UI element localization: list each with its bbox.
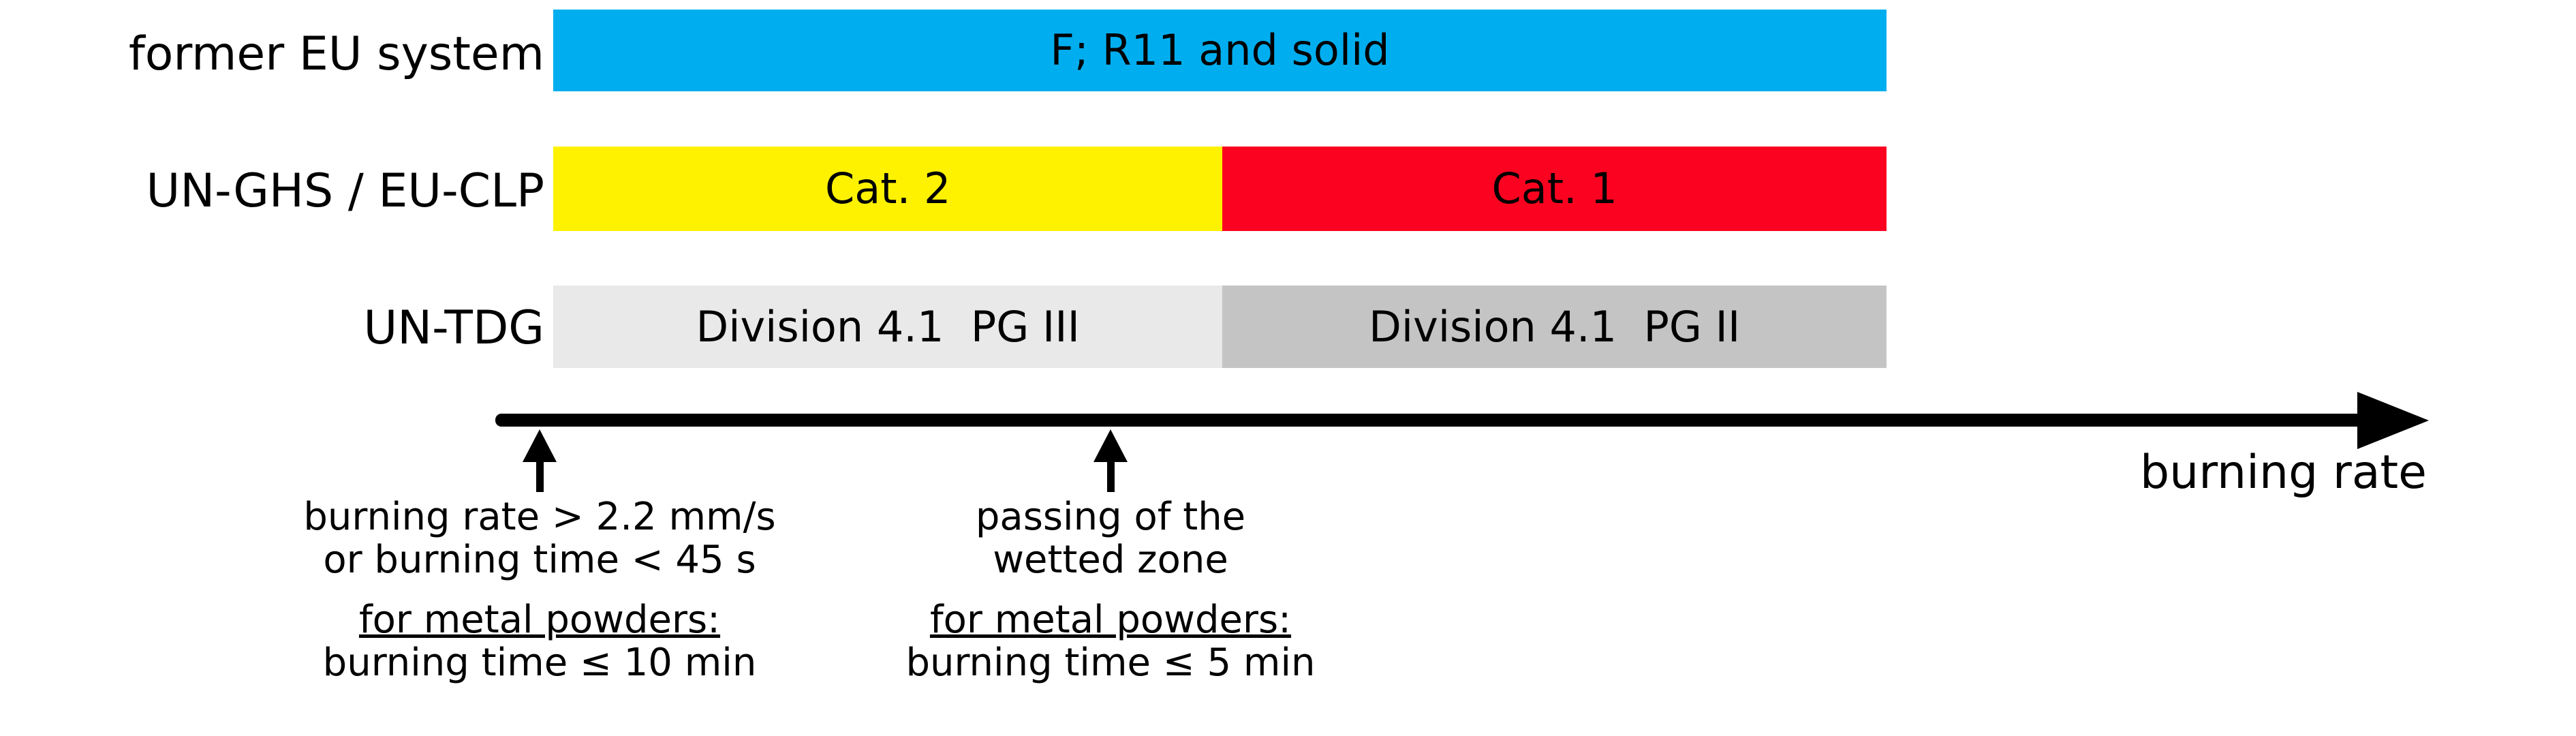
bar-un-tdg: Division 4.1 PG III Division 4.1 PG II xyxy=(553,286,1887,368)
annotation-left-detail-burning-time: burning time ≤ 10 min xyxy=(322,641,757,686)
bar-segment-division-4-1-pg-ii: Division 4.1 PG II xyxy=(1222,286,1887,368)
row-label-former-eu-system: former EU system xyxy=(128,27,544,81)
annotation-left-heading-metal-powders: for metal powders: xyxy=(358,598,721,643)
annotation-block-left: burning rate > 2.2 mm/s or burning time … xyxy=(131,495,948,686)
bar-segment-cat-1: Cat. 1 xyxy=(1222,147,1887,231)
row-label-un-ghs-eu-clp: UN-GHS / EU-CLP xyxy=(146,164,544,218)
bar-former-eu-system: F; R11 and solid xyxy=(553,10,1887,91)
annotation-left-line-1: burning rate > 2.2 mm/s xyxy=(303,495,776,539)
annotation-middle-spacer xyxy=(736,581,1485,599)
bar-segment-division-4-1-pg-iii: Division 4.1 PG III xyxy=(553,286,1223,368)
annotation-left-line-2: or burning time < 45 s xyxy=(323,537,756,582)
tick-shaft-1 xyxy=(536,450,544,492)
axis-arrowhead-icon xyxy=(2357,392,2429,449)
annotation-middle-line-1: passing of the xyxy=(975,495,1246,539)
annotation-middle-heading-metal-powders: for metal powders: xyxy=(929,598,1292,643)
annotation-block-middle: passing of the wetted zone for metal pow… xyxy=(736,495,1485,686)
bar-segment-cat-2: Cat. 2 xyxy=(553,147,1223,231)
tick-shaft-2 xyxy=(1107,450,1115,492)
axis-line xyxy=(495,414,2403,427)
annotation-middle-detail-burning-time: burning time ≤ 5 min xyxy=(905,641,1316,686)
annotation-middle-line-2: wetted zone xyxy=(993,537,1228,582)
row-label-un-tdg: UN-TDG xyxy=(363,301,544,355)
bar-segment-f-r11-and-solid: F; R11 and solid xyxy=(553,10,1887,91)
bar-un-ghs-eu-clp: Cat. 2 Cat. 1 xyxy=(553,147,1887,231)
axis-label-burning-rate: burning rate xyxy=(2140,446,2427,500)
